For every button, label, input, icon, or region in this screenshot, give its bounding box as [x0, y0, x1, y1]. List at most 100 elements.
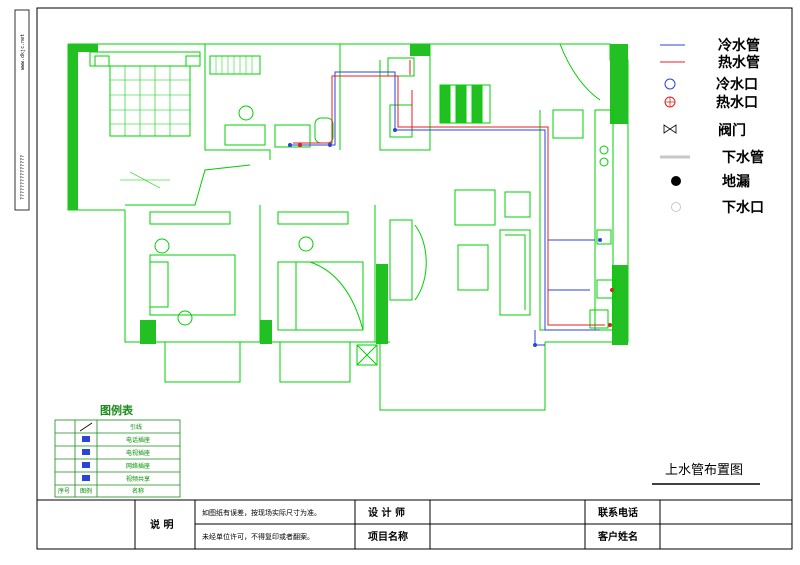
kitchen-wall	[539, 110, 600, 331]
tv-arc	[414, 224, 427, 301]
chair-3	[298, 236, 314, 252]
water-pipes	[288, 60, 614, 347]
balcony-left	[164, 341, 241, 383]
drain-outlet-icon	[671, 202, 681, 212]
note-line-2: 未经单位许可，不得复印或者翻案。	[202, 532, 314, 541]
shaft	[356, 344, 378, 366]
stove-burner	[599, 157, 609, 167]
legend-label: 下水口	[722, 199, 764, 216]
legend-item-cold-water-outlet: 冷水口	[664, 76, 758, 93]
symbol-row-label: 引线	[130, 423, 142, 431]
shaft-cross	[356, 344, 378, 366]
kitchen-sink	[596, 229, 612, 245]
bed-3	[277, 261, 364, 331]
title-block: 说 明 如图纸有误差，按现场实际尺寸为准。 未经单位许可，不得复印或者翻案。 设…	[36, 499, 793, 550]
note-line-1: 如图纸有误差，按现场实际尺寸为准。	[202, 508, 321, 517]
dining-chair	[455, 84, 467, 124]
legend-label: 阀门	[718, 122, 746, 139]
dining-chair	[439, 84, 451, 124]
phone-label: 联系电话	[598, 506, 638, 519]
wall-segment	[260, 320, 272, 344]
basin	[387, 57, 415, 77]
project-label: 项目名称	[368, 530, 408, 543]
legend-label: 冷水管	[718, 37, 760, 54]
wardrobe-3	[277, 211, 349, 225]
vanity	[274, 124, 311, 148]
drawing-title: 上水管布置图	[665, 463, 743, 478]
side-table	[504, 191, 531, 218]
legend-label: 地漏	[722, 173, 750, 190]
outer-wall-bedrooms	[124, 210, 390, 343]
legend-item-floor-drain: 地漏	[671, 173, 750, 190]
legend-item-drain-pipe: 下水管	[660, 149, 764, 166]
wall-segment	[68, 44, 78, 210]
bathroom2-wall	[379, 44, 431, 151]
dining-chair	[471, 84, 483, 124]
bed-2	[149, 254, 236, 316]
cold-water-outlet	[598, 238, 602, 242]
legend-label: 热水管	[718, 54, 760, 71]
chair	[238, 105, 254, 121]
network-socket-icon	[82, 462, 90, 468]
wall-segment	[68, 44, 98, 52]
side-label: www.dkjc.net	[20, 34, 26, 70]
toilet	[314, 117, 334, 144]
legend-label: 热水口	[716, 94, 758, 111]
cold-water-outlet-icon	[664, 78, 676, 90]
symbol-row-label: 网络插座	[126, 462, 150, 470]
hot-water-outlet	[610, 288, 614, 292]
legend-item-cold-water-pipe: 冷水管	[660, 37, 760, 54]
symbol-table: 图例表 引线 电话插座 电视插座 网络插座 视频共享 序号 图例 名称	[54, 403, 181, 498]
legend-item-hot-water-outlet: 热水口	[664, 94, 758, 111]
chair-2	[154, 238, 170, 254]
phone-socket-icon	[82, 436, 90, 442]
legend-item-drain-outlet: 下水口	[671, 199, 764, 216]
symbol-row-label: 电视插座	[126, 449, 150, 457]
wall-segment	[376, 264, 388, 344]
symbol-table-col3: 名称	[132, 487, 144, 495]
bed-3-headboard	[277, 261, 297, 331]
wall-segment	[610, 44, 628, 124]
legend: 冷水管 热水管 冷水口 热水口 阀门 下水管 地漏 下水口	[660, 37, 764, 216]
cold-water-outlet	[533, 343, 537, 347]
cold-water-branch-2	[534, 330, 545, 346]
chair-2b	[177, 310, 193, 326]
kitchen-counter	[594, 109, 614, 331]
cold-water-outlet	[393, 128, 397, 132]
symbol-table-frame	[54, 419, 181, 498]
wall-segment	[410, 44, 430, 56]
nightstand	[185, 55, 201, 67]
vent-mark	[120, 171, 170, 189]
floor-plan	[67, 43, 629, 411]
client-label: 客户姓名	[597, 530, 638, 543]
fridge	[552, 109, 584, 139]
bed-pattern	[110, 66, 190, 136]
headboard	[89, 51, 201, 67]
outer-wall-top-right	[68, 43, 629, 343]
master-bedroom-wall	[204, 44, 271, 160]
floor-drain-icon	[671, 176, 681, 186]
wardrobe-2	[149, 211, 231, 225]
tv-cabinet	[389, 219, 413, 301]
door-swing	[559, 43, 601, 101]
legend-item-hot-water-pipe: 热水管	[660, 54, 760, 71]
nightstand	[94, 55, 110, 67]
legend-label: 下水管	[722, 149, 764, 166]
hot-water-branch	[409, 60, 413, 130]
hot-water-outlet	[608, 323, 612, 327]
side-binding-strip	[14, 9, 30, 211]
wall-segment	[612, 265, 628, 345]
symbol-table-col2: 图例	[80, 487, 92, 495]
cold-water-pipe	[290, 71, 600, 331]
symbol-row-label: 视频共享	[126, 475, 150, 483]
bed-2-headboard	[149, 261, 169, 308]
wall-segment	[140, 320, 156, 344]
side-label-2: ???????????????	[20, 155, 26, 200]
symbol-table-col1: 序号	[58, 487, 70, 495]
balcony-right	[379, 342, 546, 411]
stove-burner	[599, 145, 609, 155]
hot-water-pipe	[293, 75, 605, 326]
valve-icon	[663, 124, 677, 134]
wardrobe-hangers	[215, 56, 253, 74]
armchair	[454, 189, 496, 226]
